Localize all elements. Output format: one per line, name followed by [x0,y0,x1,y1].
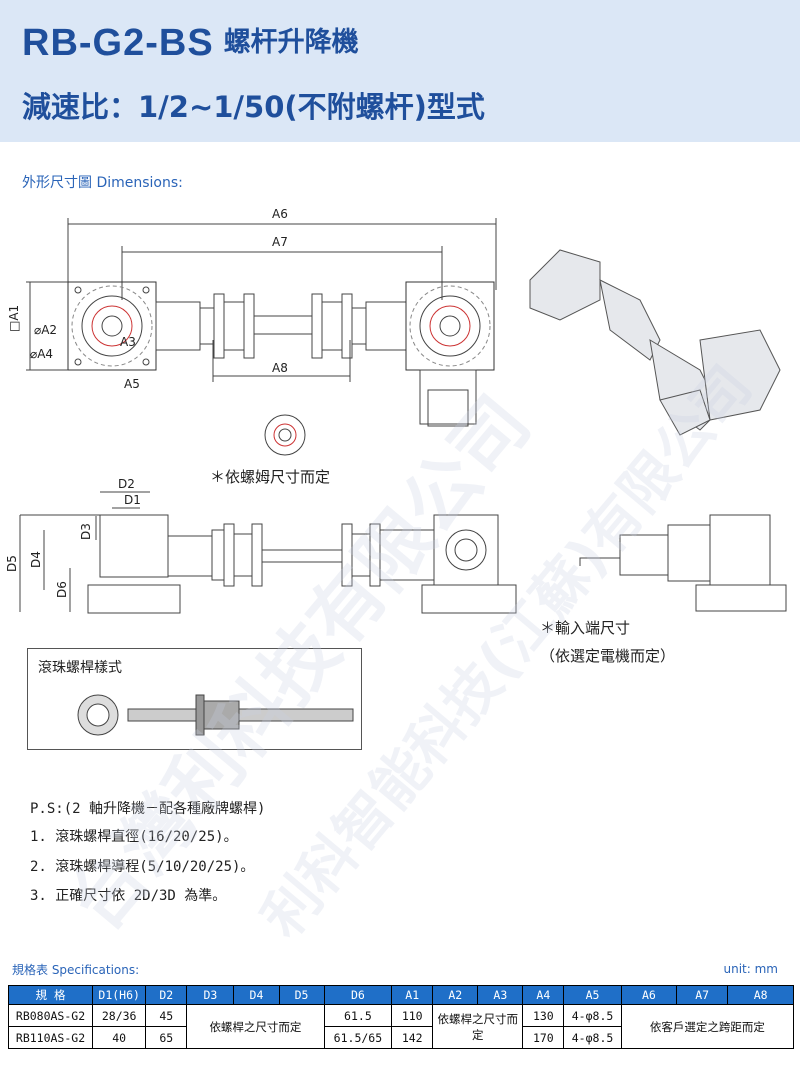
ps-line-3: 3. 正確尺寸依 2D/3D 為準。 [30,888,227,904]
th-d1: D1(H6) [92,985,147,1005]
label-a2: ⌀A2 [34,323,57,337]
cell-d2: 45 [145,1004,188,1027]
ball-screw-label: 滾珠螺桿樣式 [38,660,122,676]
label-a7: A7 [272,235,288,249]
spec-label: 規格表 Specifications: [12,963,140,977]
label-d4: D4 [29,551,43,568]
label-d5: D5 [5,555,19,572]
dimensions-label: 外形尺寸圖 Dimensions: [22,175,183,191]
input-note-1: ＊輸入端尺寸 [540,619,631,637]
cell-d3-d5-merged: 依螺桿之尺寸而定 [186,1004,325,1049]
label-a5: A5 [124,377,140,391]
label-a3: A3 [120,335,136,349]
label-d1: D1 [124,493,141,507]
product-name: 螺杆升降機 [223,27,359,57]
cell-a1: 142 [391,1026,434,1049]
cell-a5: 4-φ8.5 [563,1026,622,1049]
table-row: RB080AS-G2 28/36 45 依螺桿之尺寸而定 61.5 110 依螺… [7,1004,795,1049]
cell-d6: 61.5 [323,1004,393,1027]
nut-note: ＊依螺姆尺寸而定 [210,468,331,486]
ball-screw-box: 滾珠螺桿樣式 [27,648,362,750]
label-d6: D6 [55,581,69,598]
th-d2: D2 [145,985,188,1005]
label-d2: D2 [118,477,135,491]
label-a1: □A1 [7,305,21,332]
th-a7: A7 [676,985,729,1005]
cell-model: RB110AS-G2 [7,1026,94,1049]
unit-label: unit: mm [723,962,779,976]
cell-d2: 65 [145,1026,188,1049]
cell-a2-a3-merged: 依螺桿之尺寸而定 [432,1004,524,1049]
page-title: RB-G2-BS 螺杆升降機 [22,20,359,65]
cell-model: RB080AS-G2 [7,1004,94,1027]
th-d4: D4 [233,985,280,1005]
spec-table: 規 格 D1(H6) D2 D3 D4 D5 D6 A1 A2 A3 A4 A5… [7,985,795,1049]
cell-d1: 40 [92,1026,147,1049]
ball-screw-illustration [77,694,354,736]
cell-a4: 130 [522,1004,565,1027]
table-row: RB110AS-G2 40 65 61.5/65 142 170 4-φ8.5 [7,1026,794,1049]
cell-a4: 170 [522,1026,565,1049]
ps-line-2: 2. 滾珠螺桿導程(5/10/20/25)。 [30,859,255,875]
th-a5: A5 [563,985,622,1005]
label-d3: D3 [79,523,93,540]
th-a4: A4 [522,985,565,1005]
th-d5: D5 [278,985,325,1005]
th-a8: A8 [727,985,794,1005]
ps-line-1: 1. 滾珠螺桿直徑(16/20/25)。 [30,829,238,845]
spec-header-row: 規 格 D1(H6) D2 D3 D4 D5 D6 A1 A2 A3 A4 A5… [7,985,794,1005]
ratio-subtitle: 減速比：1/2~1/50(不附螺杆)型式 [22,90,485,124]
header-banner: RB-G2-BS 螺杆升降機 減速比：1/2~1/50(不附螺杆)型式 [0,0,800,142]
th-a3: A3 [477,985,524,1005]
cell-a6-a8-merged: 依客戶選定之跨距而定 [620,1004,795,1049]
model-name: RB-G2-BS [22,22,214,64]
ps-line-0: P.S:(2 軸升降機－配各種廠牌螺桿) [30,801,266,817]
cell-d1: 28/36 [92,1004,147,1027]
cell-d6: 61.5/65 [323,1026,393,1049]
label-a6: A6 [272,207,288,221]
th-d6: D6 [323,985,393,1005]
dimension-drawing: A6 A7 A8 □A1 ⌀A2 A3 ⌀A4 A5 D2 D1 D3 D5 D… [5,207,787,614]
label-a8: A8 [272,361,288,375]
th-d3: D3 [186,985,235,1005]
label-a4: ⌀A4 [30,347,53,361]
input-note-2: （依選定電機而定） [540,647,676,665]
cell-a5: 4-φ8.5 [563,1004,622,1027]
th-a2: A2 [432,985,479,1005]
cell-a1: 110 [391,1004,434,1027]
th-model: 規 格 [7,985,94,1005]
th-a6: A6 [620,985,678,1005]
th-a1: A1 [391,985,434,1005]
